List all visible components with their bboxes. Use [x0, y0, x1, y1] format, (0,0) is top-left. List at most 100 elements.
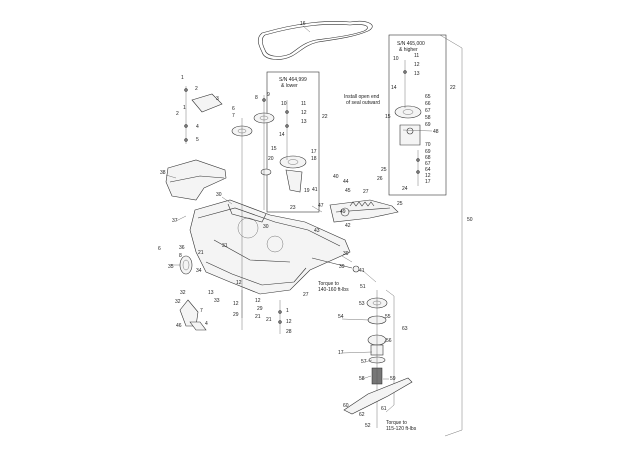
callout-12: 12: [255, 298, 261, 304]
callout-24: 24: [402, 186, 408, 192]
callout-11: 11: [414, 53, 419, 59]
group-bracket-50: [439, 34, 463, 437]
callout-70: 70: [425, 142, 431, 148]
callout-68: 68: [425, 155, 431, 161]
svg-text:& higher: & higher: [399, 47, 418, 53]
callout-1: 1: [183, 105, 186, 111]
callout-67: 67: [425, 108, 431, 114]
chute-bracket: [179, 299, 199, 327]
callout-14: 14: [391, 85, 397, 91]
callout-40: 40: [333, 174, 339, 180]
callout-38: 38: [160, 170, 166, 176]
svg-text:Install open end: Install open end: [344, 94, 380, 100]
callout-18: 18: [311, 156, 317, 162]
callout-47: 47: [318, 203, 324, 209]
callout-7: 7: [200, 308, 203, 314]
callout-20: 20: [268, 156, 274, 162]
callout-1: 1: [286, 308, 289, 314]
note-torque-lower: Torque to 115-120 ft-lbs: [386, 420, 417, 432]
callout-13: 13: [208, 290, 214, 296]
callout-30: 30: [263, 224, 269, 230]
callout-3: 3: [216, 96, 219, 102]
callout-15: 15: [385, 114, 391, 120]
callout-33: 33: [214, 298, 220, 304]
callout-54: 54: [338, 314, 344, 320]
callout-1: 1: [181, 75, 184, 81]
callout-7: 7: [232, 113, 235, 119]
svg-text:140-160 ft-lbs: 140-160 ft-lbs: [318, 287, 349, 293]
callout-17: 17: [311, 149, 317, 155]
callout-12: 12: [233, 301, 239, 307]
cutting-blade: [343, 377, 413, 415]
callout-8: 8: [179, 253, 182, 259]
callout-62: 62: [359, 412, 365, 418]
callout-42: 42: [345, 223, 351, 229]
svg-text:Torque to: Torque to: [386, 420, 407, 426]
bracket-plate: [191, 93, 223, 113]
callout-11: 11: [301, 101, 306, 107]
hardware-stack-right: [403, 60, 420, 186]
callout-25: 25: [381, 167, 387, 173]
idler-arm: [329, 199, 399, 223]
callout-22: 22: [322, 114, 328, 120]
callout-4: 4: [196, 124, 199, 130]
callout-13: 13: [301, 119, 307, 125]
callout-6: 6: [232, 106, 235, 112]
callout-49: 49: [340, 209, 346, 215]
drive-belt: [257, 21, 373, 60]
note-sn-low: S/N 464,999 & lower: [279, 77, 307, 89]
callout-22: 22: [450, 85, 456, 91]
callout-29: 29: [257, 306, 263, 312]
callout-13: 13: [414, 71, 420, 77]
callout-9: 9: [267, 92, 270, 98]
callout-16: 16: [300, 21, 306, 27]
callout-48: 48: [433, 129, 439, 135]
callout-53: 53: [359, 301, 365, 307]
group-bracket-63: [385, 289, 395, 413]
callout-41: 41: [312, 187, 318, 193]
callout-58: 58: [425, 115, 431, 121]
callout-36: 36: [179, 245, 185, 251]
callout-35: 35: [168, 264, 174, 270]
callouts: 16 1 2 3 1 2 4 5 6 7 8 9 10 11 12 13 14 …: [158, 21, 473, 429]
callout-34: 34: [196, 268, 202, 274]
callout-51: 51: [360, 284, 366, 290]
gauge-wheel: [179, 255, 193, 275]
callout-61: 61: [381, 406, 387, 412]
spindle-assembly: [366, 290, 388, 428]
svg-text:S/N 464,999: S/N 464,999: [279, 77, 307, 83]
callout-10: 10: [393, 56, 399, 62]
sn-low-box: [266, 71, 320, 213]
callout-32: 32: [180, 290, 186, 296]
callout-41: 41: [359, 268, 365, 274]
deck-rod: [311, 257, 360, 273]
callout-67: 67: [425, 161, 431, 167]
callout-12: 12: [414, 62, 420, 68]
callout-12: 12: [236, 280, 242, 286]
callout-63: 63: [402, 326, 408, 332]
callout-50: 50: [467, 217, 473, 223]
callout-2: 2: [176, 111, 179, 117]
callout-25: 25: [397, 201, 403, 207]
callout-31: 31: [222, 243, 228, 249]
callout-69: 69: [425, 122, 431, 128]
callout-32: 32: [175, 299, 181, 305]
callout-44: 44: [343, 179, 349, 185]
coil-spring-20: [260, 168, 272, 176]
callout-10: 10: [281, 101, 287, 107]
svg-text:& lower: & lower: [281, 83, 298, 89]
callout-4: 4: [205, 321, 208, 327]
callout-6: 6: [158, 246, 161, 252]
note-sn-high: S/N 465,000 & higher: [397, 41, 425, 53]
callout-65: 65: [425, 94, 431, 100]
callout-28: 28: [286, 329, 292, 335]
svg-text:of seal outward: of seal outward: [346, 100, 380, 106]
callout-64: 64: [425, 167, 431, 173]
callout-59: 59: [390, 376, 396, 382]
svg-text:115-120 ft-lbs: 115-120 ft-lbs: [386, 426, 417, 432]
note-torque-upper: Torque to 140-160 ft-lbs: [318, 281, 349, 293]
callout-30: 30: [216, 192, 222, 198]
callout-60: 60: [343, 403, 349, 409]
discharge-chute: [165, 159, 227, 201]
